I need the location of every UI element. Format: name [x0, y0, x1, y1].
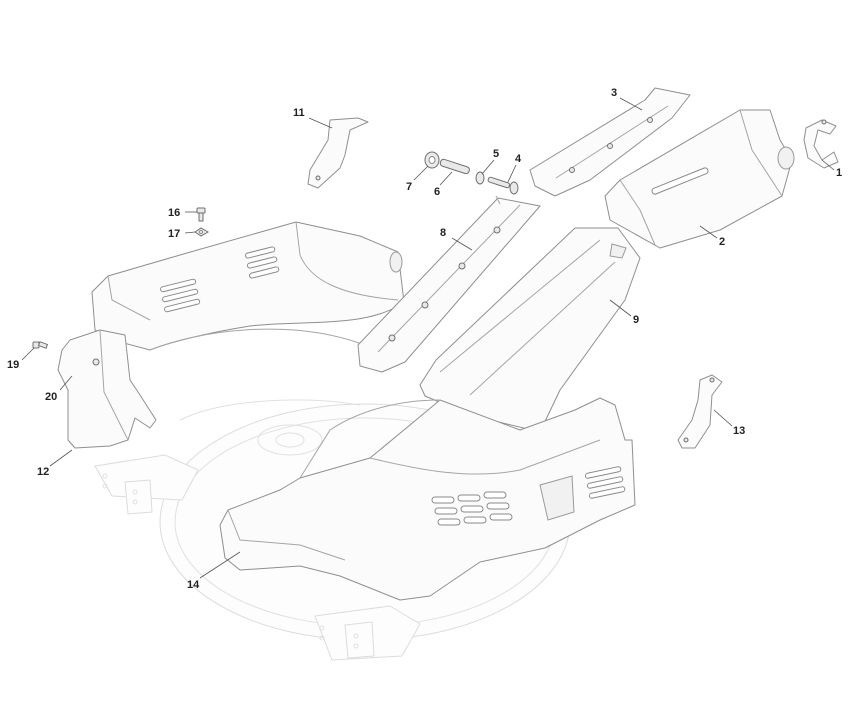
bolt-4	[487, 176, 519, 195]
strip-3	[529, 87, 691, 197]
callout-12: 12	[37, 466, 49, 478]
bracket-13	[677, 374, 723, 449]
callout-16: 16	[168, 207, 180, 219]
leader-lines	[21, 97, 835, 579]
bracket-1	[803, 119, 839, 169]
callout-4: 4	[515, 153, 522, 165]
chute-2	[604, 109, 795, 249]
vent-slots-left	[160, 246, 280, 313]
discharge-chute-9	[419, 227, 641, 433]
callout-5: 5	[493, 148, 499, 160]
callout-13: 13	[733, 425, 745, 437]
bracket-11	[307, 117, 369, 189]
callout-19: 19	[7, 359, 19, 371]
screw-19	[32, 341, 49, 349]
rear-housing-left	[91, 221, 405, 351]
callout-9: 9	[633, 314, 639, 326]
callout-labels: 1 2 3 4 5 6 7 8 9 11 12 13 14 16 17 19 2…	[7, 87, 842, 591]
callout-17: 17	[168, 228, 180, 240]
callout-20: 20	[45, 391, 57, 403]
pin-6	[439, 158, 470, 175]
seal-strip-8	[357, 195, 541, 373]
nut-17	[194, 227, 210, 237]
side-plate	[57, 329, 157, 449]
callout-7: 7	[406, 181, 412, 193]
callout-8: 8	[440, 227, 446, 239]
washer-5	[475, 171, 485, 185]
washer-7	[424, 151, 440, 169]
callout-3: 3	[611, 87, 617, 99]
front-housing-14	[219, 397, 636, 601]
callout-14: 14	[187, 579, 200, 591]
callout-2: 2	[719, 236, 725, 248]
hardware	[32, 151, 519, 349]
callout-1: 1	[836, 167, 842, 179]
callout-6: 6	[434, 186, 440, 198]
bolt-16	[196, 207, 206, 222]
vent-slots-front	[431, 466, 626, 526]
callout-11: 11	[293, 107, 305, 119]
